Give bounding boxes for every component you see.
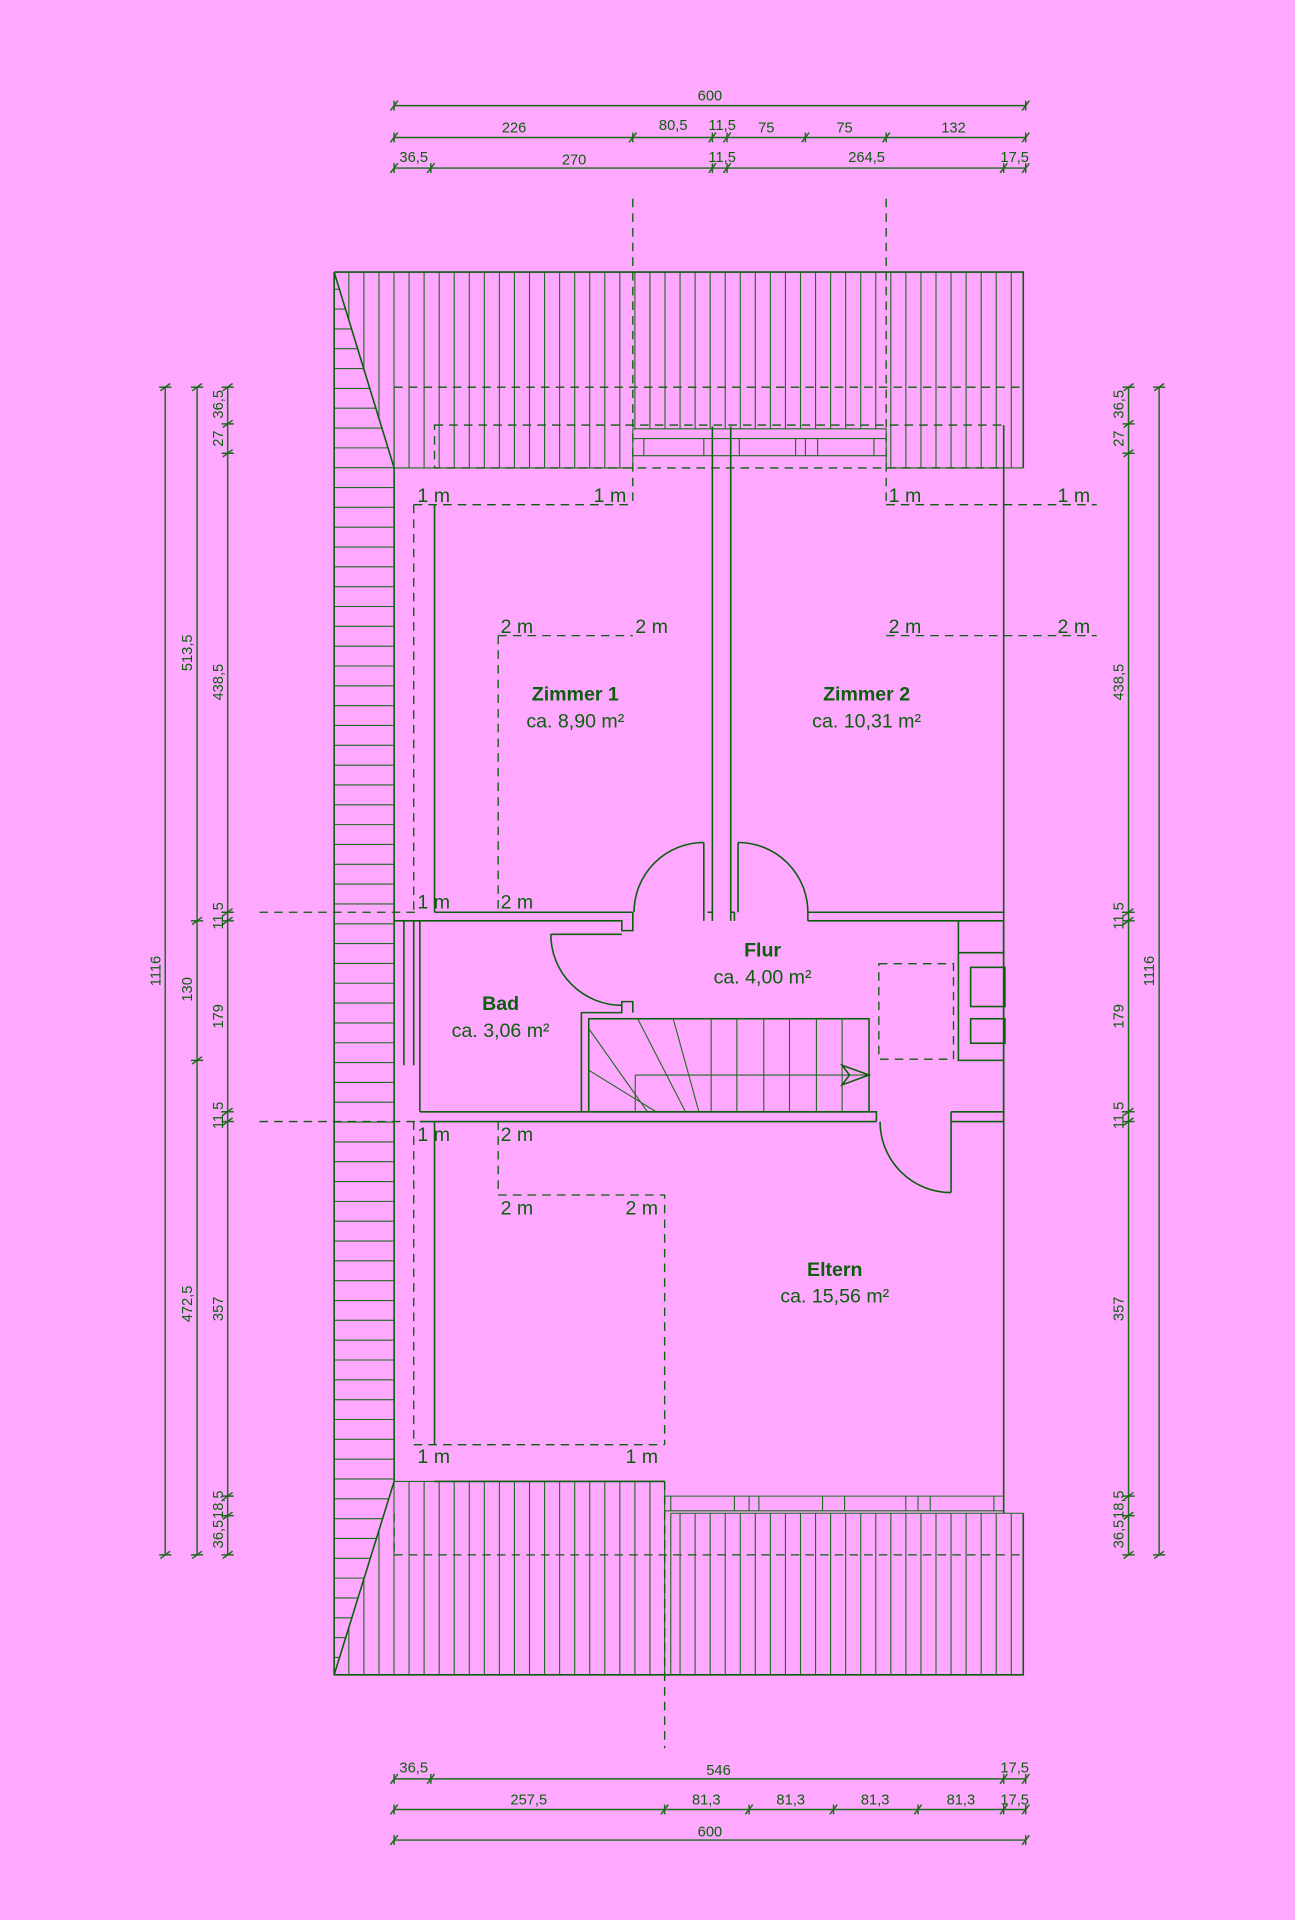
walls bbox=[393, 425, 1006, 1514]
dim-label: 36,5 bbox=[1112, 390, 1128, 419]
dim-label: 132 bbox=[941, 121, 965, 137]
height-mark: 1 m bbox=[594, 485, 627, 507]
dim-label: 11,5 bbox=[708, 118, 735, 134]
dim-label: 1116 bbox=[148, 956, 164, 986]
room-name-eltern: Eltern bbox=[807, 1259, 862, 1281]
dim-label: 81,3 bbox=[947, 1793, 976, 1809]
dim-label: 81,3 bbox=[861, 1793, 890, 1809]
height-mark: 2 m bbox=[501, 1124, 534, 1146]
dim-label: 357 bbox=[211, 1297, 227, 1321]
room-labels: Zimmer 1 ca. 8,90 m² Zimmer 2 ca. 10,31 … bbox=[452, 684, 922, 1308]
height-mark: 1 m bbox=[889, 485, 922, 507]
dim-label: 17,5 bbox=[1000, 1793, 1029, 1809]
dim-label: 17,5 bbox=[1000, 1761, 1029, 1777]
height-mark: 1 m bbox=[417, 1446, 450, 1468]
height-mark: 1 m bbox=[417, 485, 450, 507]
dim-label: 11,5 bbox=[708, 150, 735, 166]
height-mark: 2 m bbox=[501, 616, 534, 638]
dim-label: 36,5 bbox=[399, 1761, 428, 1777]
dim-label: 18,5 bbox=[1112, 1490, 1128, 1519]
room-area-zimmer1: ca. 8,90 m² bbox=[526, 710, 624, 732]
height-mark: 2 m bbox=[501, 892, 534, 914]
dim-label: 226 bbox=[502, 121, 526, 137]
dim-label: 438,5 bbox=[211, 664, 227, 701]
dim-label: 11,5 bbox=[211, 1102, 227, 1129]
dim-label: 36,5 bbox=[211, 390, 227, 419]
room-name-zimmer2: Zimmer 2 bbox=[823, 684, 910, 706]
room-area-zimmer2: ca. 10,31 m² bbox=[812, 710, 921, 732]
door-zimmer1 bbox=[633, 841, 705, 913]
dim-label: 264,5 bbox=[848, 150, 885, 166]
dimension-labels: 600 226 80,5 11,5 75 75 132 36,5 270 11,… bbox=[148, 89, 1158, 1841]
height-mark: 2 m bbox=[625, 1198, 658, 1220]
dim-label: 75 bbox=[836, 121, 852, 137]
dim-label: 179 bbox=[1112, 1004, 1128, 1028]
dim-label: 600 bbox=[698, 89, 722, 105]
height-mark: 2 m bbox=[635, 616, 668, 638]
room-area-flur: ca. 4,00 m² bbox=[714, 966, 812, 988]
door-bad bbox=[550, 933, 622, 1007]
dim-label: 11,5 bbox=[1112, 1102, 1128, 1129]
room-area-bad: ca. 3,06 m² bbox=[452, 1020, 550, 1042]
height-mark: 1 m bbox=[625, 1446, 658, 1468]
roof-hatching bbox=[334, 272, 1012, 1675]
dim-label: 80,5 bbox=[659, 118, 688, 134]
height-mark: 1 m bbox=[417, 892, 450, 914]
dim-label: 81,3 bbox=[692, 1793, 721, 1809]
door-eltern bbox=[879, 1121, 952, 1194]
dim-label: 357 bbox=[1112, 1297, 1128, 1321]
dim-label: 36,5 bbox=[1112, 1520, 1128, 1549]
room-name-zimmer1: Zimmer 1 bbox=[532, 684, 619, 706]
doors bbox=[550, 841, 952, 1194]
dim-label: 270 bbox=[562, 152, 586, 168]
dim-label: 11,5 bbox=[211, 902, 227, 929]
dim-label: 600 bbox=[698, 1824, 722, 1840]
dim-label: 179 bbox=[211, 1004, 227, 1028]
dim-label: 438,5 bbox=[1112, 664, 1128, 701]
dim-label: 472,5 bbox=[180, 1286, 196, 1323]
dim-label: 75 bbox=[758, 121, 774, 137]
height-mark: 2 m bbox=[501, 1198, 534, 1220]
height-marks: 1 m 1 m 2 m 2 m 1 m 2 m 1 m 1 m 2 m 2 m … bbox=[417, 485, 1090, 1468]
dim-label: 27 bbox=[211, 430, 227, 446]
dim-label: 36,5 bbox=[399, 150, 428, 166]
dim-label: 546 bbox=[706, 1763, 730, 1779]
dim-label: 257,5 bbox=[510, 1793, 547, 1809]
dim-label: 27 bbox=[1112, 430, 1128, 446]
dim-label: 81,3 bbox=[776, 1793, 805, 1809]
dim-label: 18,5 bbox=[211, 1490, 227, 1519]
dim-label: 36,5 bbox=[211, 1520, 227, 1549]
door-zimmer2 bbox=[737, 841, 809, 913]
dim-label: 11,5 bbox=[1112, 902, 1128, 929]
room-name-flur: Flur bbox=[744, 939, 781, 961]
dimension-lines bbox=[159, 100, 1166, 1846]
dim-label: 17,5 bbox=[1000, 150, 1029, 166]
room-area-eltern: ca. 15,56 m² bbox=[780, 1286, 889, 1308]
room-name-bad: Bad bbox=[482, 993, 519, 1015]
dim-label: 1116 bbox=[1142, 956, 1158, 986]
height-mark: 1 m bbox=[1058, 485, 1091, 507]
height-mark: 2 m bbox=[1058, 616, 1091, 638]
dim-label: 130 bbox=[180, 977, 196, 1001]
height-mark: 1 m bbox=[417, 1124, 450, 1146]
height-mark: 2 m bbox=[889, 616, 922, 638]
dim-label: 513,5 bbox=[180, 634, 196, 671]
